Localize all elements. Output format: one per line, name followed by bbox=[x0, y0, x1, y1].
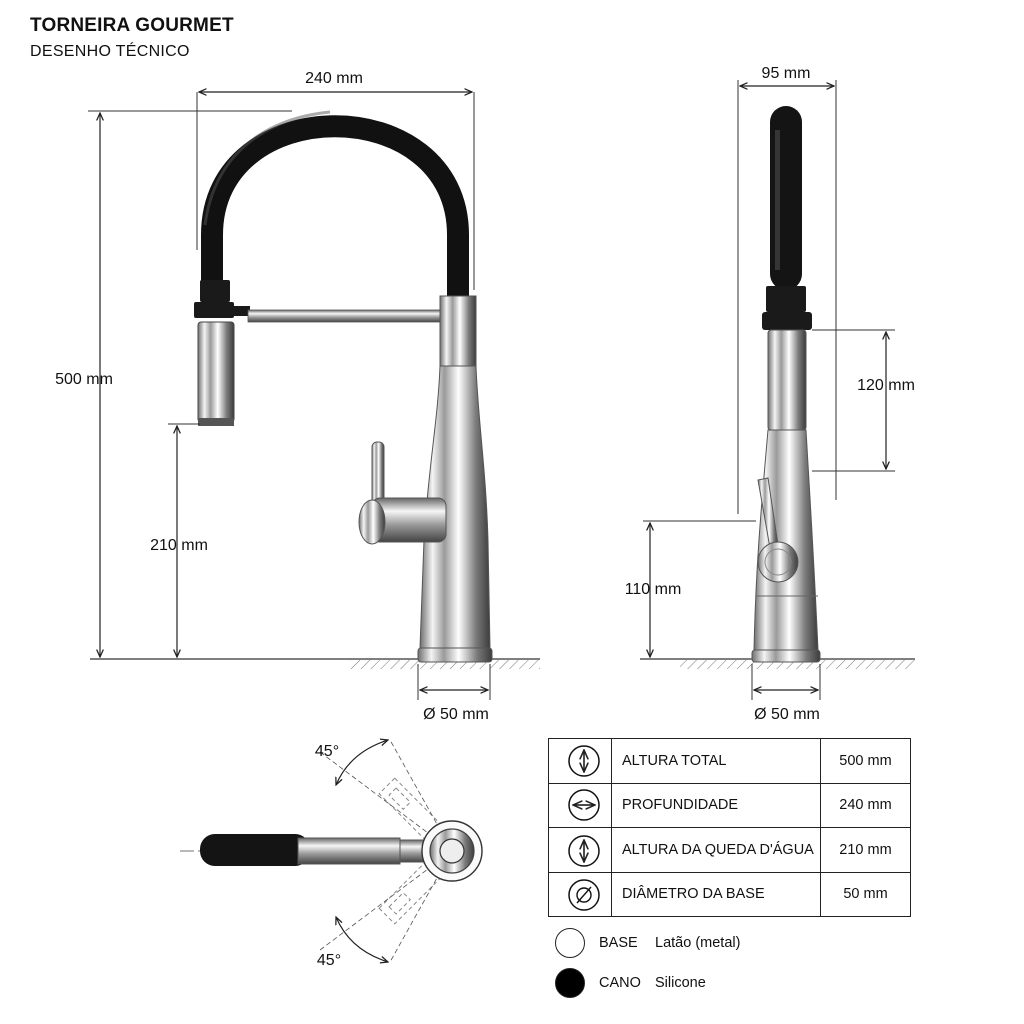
dim-width-front: 240 mm bbox=[305, 70, 363, 87]
spec-row: PROFUNDIDADE 240 mm bbox=[548, 782, 911, 828]
spec-label: PROFUNDIDADE bbox=[611, 782, 821, 828]
spec-value: 50 mm bbox=[820, 871, 911, 917]
legend-value: Silicone bbox=[655, 975, 706, 991]
spec-icon-cell bbox=[548, 782, 612, 828]
top-view: 45° 45° bbox=[180, 740, 483, 969]
front-view: 240 mm 500 mm 210 mm Ø 50 mm bbox=[55, 70, 540, 723]
dim-base-front: Ø 50 mm bbox=[423, 706, 489, 723]
angle-bottom-label: 45° bbox=[317, 952, 341, 969]
dim-spout-height: 210 mm bbox=[150, 537, 208, 554]
spec-row: ALTURA DA QUEDA D'ÁGUA 210 mm bbox=[548, 827, 911, 873]
spec-row: ALTURA TOTAL 500 mm bbox=[548, 738, 911, 784]
spec-icon-cell bbox=[548, 871, 612, 917]
spec-value: 240 mm bbox=[820, 782, 911, 828]
spec-table: ALTURA TOTAL 500 mm PROFUNDIDADE 240 mm … bbox=[548, 738, 911, 917]
angle-top-label: 45° bbox=[315, 743, 339, 760]
legend-value: Latão (metal) bbox=[655, 935, 741, 951]
dim-head-length: 120 mm bbox=[857, 377, 915, 394]
legend-key: BASE bbox=[599, 935, 638, 951]
dim-total-height: 500 mm bbox=[55, 371, 113, 388]
side-view: 95 mm 120 mm 110 mm Ø 50 mm bbox=[625, 65, 915, 723]
spec-icon-cell bbox=[548, 827, 612, 873]
spec-label: ALTURA DA QUEDA D'ÁGUA bbox=[611, 827, 821, 873]
spec-value: 500 mm bbox=[820, 738, 911, 784]
material-swatch-white bbox=[555, 928, 585, 958]
page-subtitle: DESENHO TÉCNICO bbox=[30, 43, 190, 60]
spec-label: ALTURA TOTAL bbox=[611, 738, 821, 784]
spec-label: DIÂMETRO DA BASE bbox=[611, 871, 821, 917]
dim-width-side: 95 mm bbox=[762, 65, 811, 82]
spec-value: 210 mm bbox=[820, 827, 911, 873]
spec-icon-cell bbox=[548, 738, 612, 784]
legend-key: CANO bbox=[599, 975, 641, 991]
dim-handle-height: 110 mm bbox=[625, 581, 682, 598]
material-swatch-black bbox=[555, 968, 585, 998]
dim-base-side: Ø 50 mm bbox=[754, 706, 820, 723]
page-title: TORNEIRA GOURMET bbox=[30, 15, 234, 36]
spec-row: DIÂMETRO DA BASE 50 mm bbox=[548, 871, 911, 917]
